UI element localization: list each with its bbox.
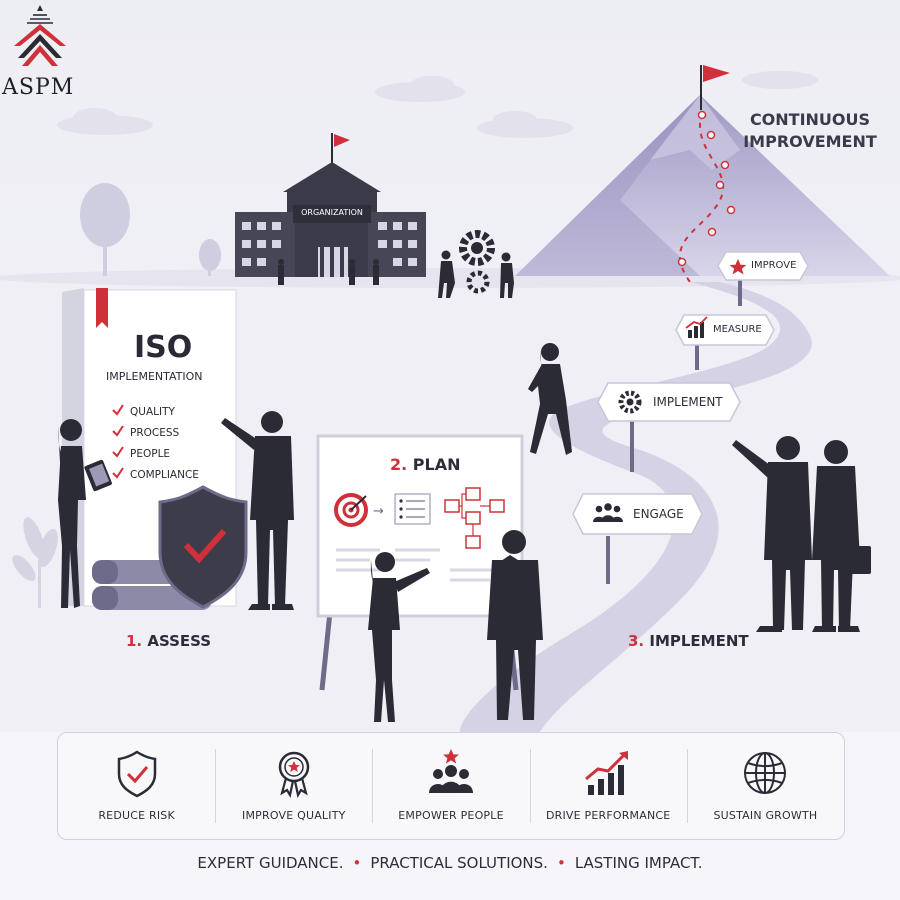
step-number: 1. [126, 632, 143, 650]
person-man-pointing-right [732, 436, 812, 632]
tagline-part-3: LASTING IMPACT. [574, 854, 703, 872]
signpost-measure: MEASURE [713, 324, 762, 335]
book-title: ISO [134, 330, 193, 365]
step-assess: 1. ASSESS [126, 632, 211, 650]
step-number: 2. [390, 455, 408, 474]
book-item-people: PEOPLE [130, 448, 171, 460]
benefit-label: IMPROVE QUALITY [242, 809, 346, 822]
person-woman-walking [528, 343, 572, 455]
separator-dot: • [352, 854, 362, 872]
star-icon [729, 259, 747, 275]
title-line-2: IMPROVEMENT [743, 132, 877, 151]
step-implement: 3. IMPLEMENT [628, 632, 749, 650]
benefit-label: SUSTAIN GROWTH [713, 809, 818, 822]
separator-dot: • [556, 854, 566, 872]
plan-board: → [316, 434, 524, 691]
book-subtitle: IMPLEMENTATION [106, 370, 203, 383]
tagline: EXPERT GUIDANCE. • PRACTICAL SOLUTIONS. • LA… [0, 854, 900, 872]
step-label: IMPLEMENT [649, 632, 749, 650]
gears-icon [459, 230, 495, 294]
continuous-improvement-title: CONTINUOUS IMPROVEMENT [740, 109, 880, 153]
organization-label: ORGANIZATION [301, 208, 363, 217]
person-man-pointing [221, 411, 294, 610]
person-woman-presenting [368, 552, 430, 722]
cloud-decoration [57, 71, 818, 138]
award-ribbon-icon [278, 751, 310, 798]
step-number: 3. [628, 632, 645, 650]
growth-chart-icon [585, 751, 629, 795]
title-line-1: CONTINUOUS [749, 110, 871, 129]
journey-road [460, 282, 812, 732]
signpost-improve: IMPROVE [751, 260, 797, 271]
mountain [515, 65, 890, 276]
benefit-sustain-growth: SUSTAIN GROWTH [686, 733, 844, 839]
step-label: PLAN [412, 455, 461, 474]
benefit-drive-performance: DRIVE PERFORMANCE [529, 733, 687, 839]
people-icon [593, 503, 623, 522]
shield-check-icon [158, 485, 248, 609]
signpost-engage: ENGAGE [633, 507, 684, 521]
benefit-label: REDUCE RISK [98, 809, 175, 822]
tagline-part-1: EXPERT GUIDANCE. [197, 854, 344, 872]
signpost-implement: IMPLEMENT [653, 395, 723, 409]
person-man-thinking [487, 530, 543, 720]
benefits-panel: REDUCE RISK IMPROVE QUALITY EMPOWER PEOP… [57, 732, 845, 840]
benefit-empower-people: EMPOWER PEOPLE [372, 733, 529, 839]
step-plan: 2. PLAN [390, 455, 461, 474]
benefit-reduce-risk: REDUCE RISK [58, 733, 215, 839]
svg-text:→: → [373, 504, 384, 519]
step-label: ASSESS [147, 632, 212, 650]
person-man-briefcase [812, 440, 871, 632]
tree-decoration [80, 183, 221, 276]
plant-decoration [12, 517, 58, 608]
benefit-label: EMPOWER PEOPLE [398, 809, 504, 822]
benefit-improve-quality: IMPROVE QUALITY [215, 733, 372, 839]
organization-building [235, 133, 426, 277]
tagline-part-2: PRACTICAL SOLUTIONS. [370, 854, 548, 872]
shield-check-icon [117, 750, 156, 798]
improvement-route [678, 111, 725, 283]
book-item-process: PROCESS [130, 427, 180, 439]
brand-name: ASPM [2, 75, 75, 100]
benefit-label: DRIVE PERFORMANCE [545, 809, 671, 822]
people-star-icon [429, 749, 473, 793]
book-item-compliance: COMPLIANCE [130, 469, 199, 481]
gear-icon [618, 390, 642, 414]
aspm-logo-mark [14, 5, 66, 66]
globe-icon [744, 752, 787, 794]
book-item-quality: QUALITY [130, 406, 175, 418]
bar-chart-icon [685, 316, 708, 338]
